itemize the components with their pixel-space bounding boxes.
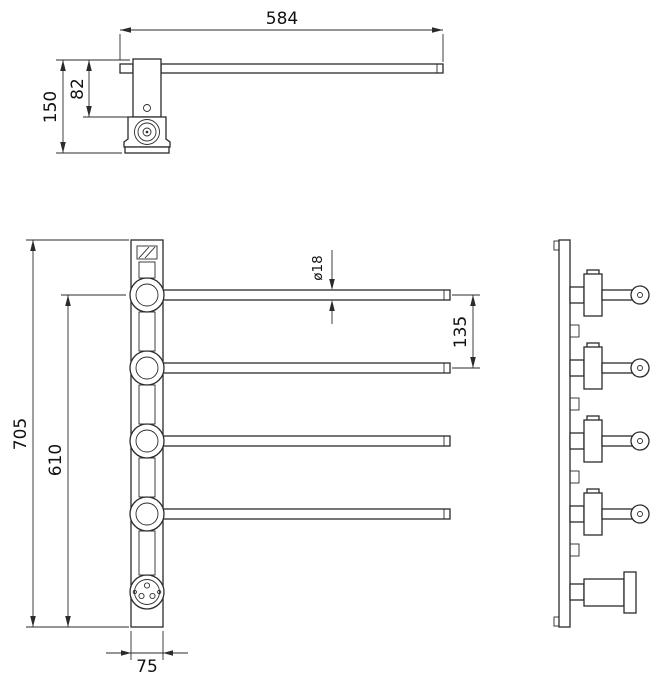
side-arm-unit-4 [569,488,650,536]
dim-584-label: 584 [266,9,298,29]
front-arm-4 [162,508,451,520]
top-bracket-base [124,146,170,154]
socket-outer [129,574,165,610]
socket-pin-top [143,582,151,589]
top-socket-center [145,130,149,134]
pivot-inner-4 [135,502,159,526]
front-view [129,239,451,628]
dimension-705: 705 [11,239,129,628]
dim-82-label: 82 [68,78,88,100]
top-socket-mid [137,122,157,142]
side-view [553,239,650,628]
front-label-plate [136,245,158,260]
dim-610-label: 610 [46,444,66,476]
top-mount-block [132,58,162,118]
pivot-circle-1 [129,277,165,313]
side-socket-unit [569,571,637,614]
side-arm-unit-2 [569,342,650,390]
dimension-610: 610 [46,294,126,627]
pivot-inner-3 [135,429,159,453]
side-bracket-1 [569,324,580,338]
socket-screw-left [132,589,137,595]
front-arm-1 [162,289,451,301]
pivot-inner-1 [135,283,159,307]
dim-135-label: 135 [451,316,471,348]
dim-18-label: ø18 [310,255,326,280]
top-arm-bar [160,63,444,74]
dim-705-label: 705 [11,418,31,450]
socket-ring [134,579,160,605]
pivot-circle-2 [129,350,165,386]
pivot-inner-2 [135,356,159,380]
socket-pin-left [138,592,145,600]
dim-75-label: 75 [136,657,158,677]
top-view [119,58,444,154]
top-block-hole [143,104,151,112]
pivot-circle-3 [129,423,165,459]
top-socket-outer [134,119,160,145]
dimension-82: 82 [68,60,129,118]
pivot-circle-4 [129,496,165,532]
side-bracket-4 [569,543,580,557]
side-bracket-2 [569,397,580,411]
side-bracket-3 [569,470,580,484]
side-tab-bottom [553,616,560,627]
socket-screw-right [157,589,162,595]
front-arm-3 [162,435,451,447]
dimension-75: 75 [106,631,188,677]
side-arm-unit-1 [569,269,650,317]
dimension-135: 135 [451,294,480,369]
dimension-diameter-18: ø18 [310,250,335,324]
top-arm-stub [119,63,134,74]
side-wall-plate [558,239,571,628]
dimension-584: 584 [119,9,444,62]
side-arm-unit-3 [569,415,650,463]
socket-pin-right [149,592,156,600]
dim-150-label: 150 [41,91,61,123]
side-tab-top [553,240,560,251]
front-arm-2 [162,362,451,374]
dimension-150: 150 [41,59,130,154]
top-socket-inner [142,127,152,137]
